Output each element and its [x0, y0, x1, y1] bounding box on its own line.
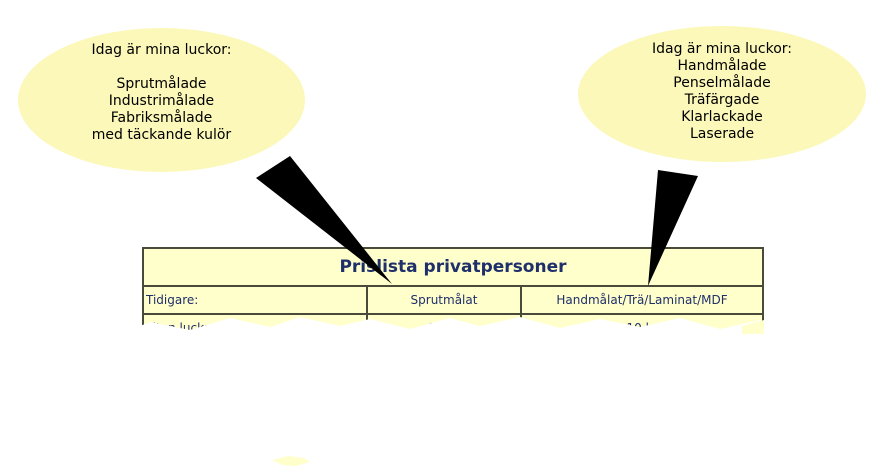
header-cell-hand-painted: Handmålat/Trä/Laminat/MDF — [556, 293, 728, 307]
table-header-row: Tidigare: Sprutmålat Handmålat/Trä/Lamin… — [144, 287, 762, 315]
bubble-right-line: Penselmålade — [673, 75, 771, 91]
bubble-right-line: Träfärgade — [684, 92, 760, 108]
bubble-left-line: Sprutmålade — [116, 76, 207, 92]
header-cell-previous: Tidigare: — [144, 287, 368, 313]
header-cell-spray-painted: Sprutmålat — [368, 287, 522, 313]
bubble-right-line: Klarlackade — [681, 109, 763, 125]
left-pointer-arrow — [256, 156, 392, 284]
bubble-right-line: Laserade — [689, 126, 755, 142]
speech-bubble-left: Idag är mina luckor: Sprutmålade Industr… — [18, 28, 305, 172]
right-pointer-arrow — [648, 170, 698, 286]
table-title: Prislista privatpersoner — [144, 249, 762, 287]
bubble-right-line: Idag är mina luckor: — [651, 41, 792, 57]
bubble-left-line: Idag är mina luckor: — [91, 42, 232, 58]
bubble-left-line: Fabriksmålade — [110, 110, 213, 126]
torn-white-overlay — [120, 317, 790, 472]
table-bottom-remnant — [742, 320, 764, 334]
paper-fragment — [272, 456, 310, 466]
bubble-left-line: med täckande kulör — [91, 127, 232, 143]
speech-bubble-right: Idag är mina luckor: Handmålade Penselmå… — [578, 26, 866, 162]
bubble-right-line: Handmålade — [677, 58, 767, 74]
bubble-left-line: Industrimålade — [108, 93, 215, 109]
